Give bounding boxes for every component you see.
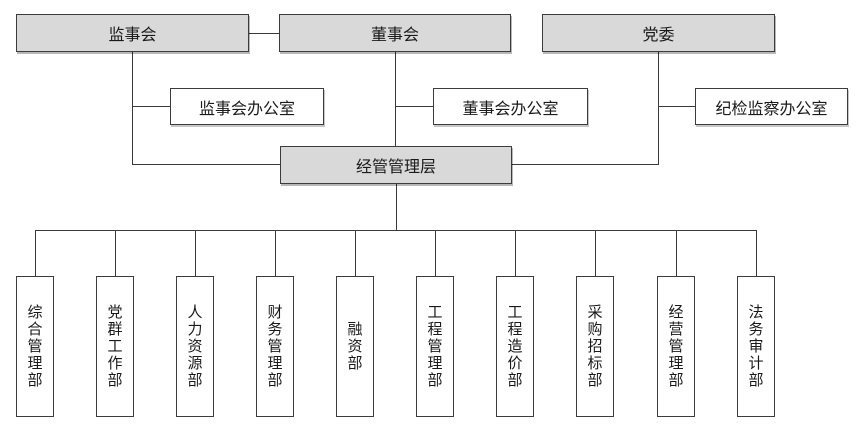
node-management-layer: 经管管理层 [280, 146, 512, 184]
node-dept-engineering-management: 工程管理部 [416, 276, 454, 417]
node-party-committee: 党委 [542, 14, 775, 52]
node-dept-human-resources: 人力资源部 [176, 276, 214, 417]
node-dept-engineering-cost: 工程造价部 [496, 276, 534, 417]
node-discipline-inspection-office: 纪检监察办公室 [695, 88, 848, 125]
node-dept-operations-management: 经营管理部 [657, 276, 695, 417]
node-supervisory-board-office: 监事会办公室 [170, 88, 324, 125]
node-dept-procurement-bidding: 采购招标部 [576, 276, 614, 417]
node-dept-financing: 融资部 [336, 276, 374, 417]
node-board-office: 董事会办公室 [433, 88, 588, 125]
node-dept-finance-management: 财务管理部 [256, 276, 294, 417]
node-board-of-directors: 董事会 [279, 14, 511, 52]
node-dept-legal-audit: 法务审计部 [737, 276, 775, 417]
node-dept-general-management: 综合管理部 [16, 276, 54, 417]
node-supervisory-board: 监事会 [16, 14, 249, 52]
node-dept-party-mass-work: 党群工作部 [96, 276, 134, 417]
